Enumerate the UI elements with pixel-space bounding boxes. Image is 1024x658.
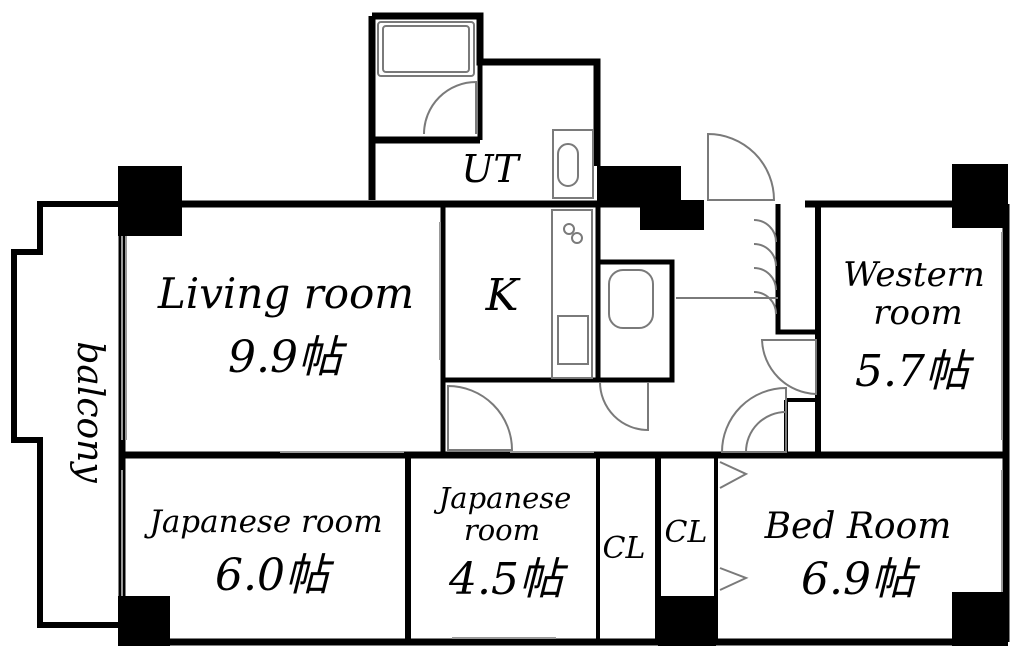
stove-icon <box>563 223 575 235</box>
fixtures <box>121 21 1003 639</box>
western-room-name-1: Western <box>843 255 985 295</box>
japanese-room-small-name-1: Japanese <box>434 481 572 515</box>
bath-door-arc <box>423 80 477 135</box>
western-door-arc <box>760 339 817 396</box>
balcony-label: balcony <box>69 341 110 483</box>
bathtub <box>377 21 475 77</box>
kitchen-counter <box>551 209 593 379</box>
western-room-size: 5.7帖 <box>855 346 975 397</box>
japanese-room-small-size: 4.5帖 <box>448 554 569 605</box>
toilet <box>608 269 654 329</box>
entrance-door-arc <box>707 132 776 201</box>
sink <box>557 315 589 365</box>
hall-door-arc <box>447 384 514 451</box>
room-label-ut: UT <box>461 147 521 191</box>
japanese-room-small-name-2: room <box>464 513 540 547</box>
walls <box>11 12 1010 646</box>
living-room-size: 9.9帖 <box>228 332 348 383</box>
bedroom-door-arc <box>720 386 787 453</box>
shoe-cabinet <box>753 219 777 315</box>
western-room-name-2: room <box>873 293 962 333</box>
closet-door-marks <box>719 461 749 591</box>
bedroom-size: 6.9帖 <box>801 554 921 605</box>
toilet-door-arc <box>599 381 649 432</box>
japanese-room-large-size: 6.0帖 <box>215 550 335 601</box>
structural-columns <box>118 164 1008 646</box>
closet-label-b: CL <box>665 515 708 550</box>
closet-label-a: CL <box>603 531 646 566</box>
bedroom-name: Bed Room <box>764 506 952 547</box>
living-room-name: Living room <box>157 269 414 318</box>
labels: UT K Living room 9.9帖 Western room 5.7帖 … <box>69 147 985 605</box>
japanese-room-large-name: Japanese room <box>143 504 382 540</box>
room-label-kitchen: K <box>485 270 521 321</box>
washbasin <box>552 129 594 199</box>
